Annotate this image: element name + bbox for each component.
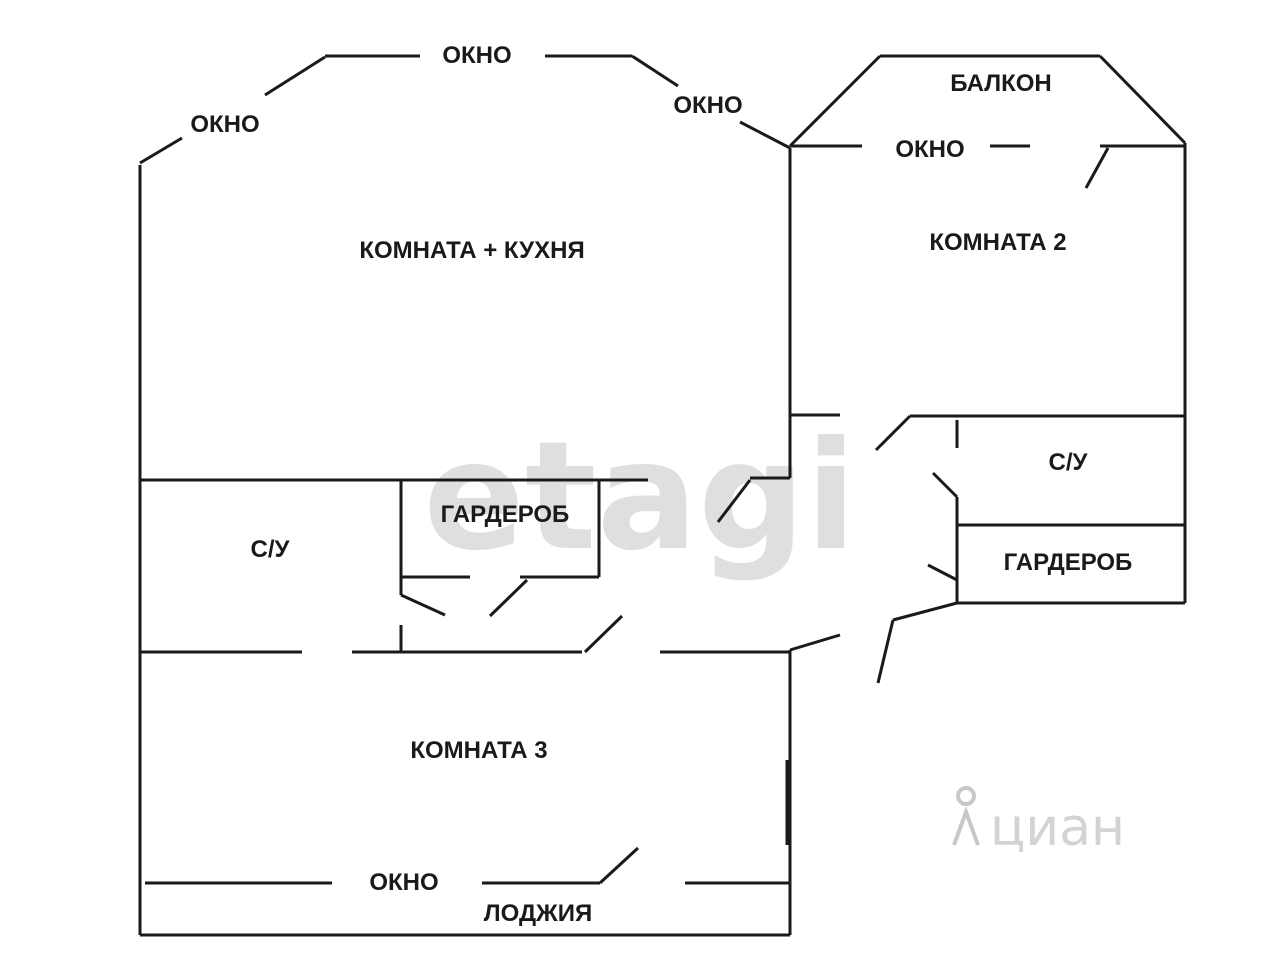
cian-logo-icon xyxy=(952,786,980,846)
room-label-wardrobe-left: ГАРДЕРОБ xyxy=(441,501,570,528)
window-label-room2: ОКНО xyxy=(895,136,964,163)
window-label-top-left: ОКНО xyxy=(190,111,259,138)
balcony-label: БАЛКОН xyxy=(950,70,1051,97)
room-label-living-kitchen: КОМНАТА + КУХНЯ xyxy=(359,237,584,264)
walls xyxy=(138,54,1187,937)
room-label-room2: КОМНАТА 2 xyxy=(929,229,1066,256)
window-label-top: ОКНО xyxy=(442,42,511,69)
room-label-wardrobe-right: ГАРДЕРОБ xyxy=(1004,549,1133,576)
loggia-label: ЛОДЖИЯ xyxy=(484,900,592,927)
window-label-room3: ОКНО xyxy=(369,869,438,896)
window-label-top-right: ОКНО xyxy=(673,92,742,119)
cian-watermark: циан xyxy=(952,786,1125,858)
room-label-bathroom-left: С/У xyxy=(251,536,291,563)
room-label-bathroom-right: С/У xyxy=(1049,449,1089,476)
etagi-watermark: etagi xyxy=(423,410,856,584)
room-label-room3: КОМНАТА 3 xyxy=(410,737,547,764)
cian-watermark-text: циан xyxy=(990,798,1125,858)
